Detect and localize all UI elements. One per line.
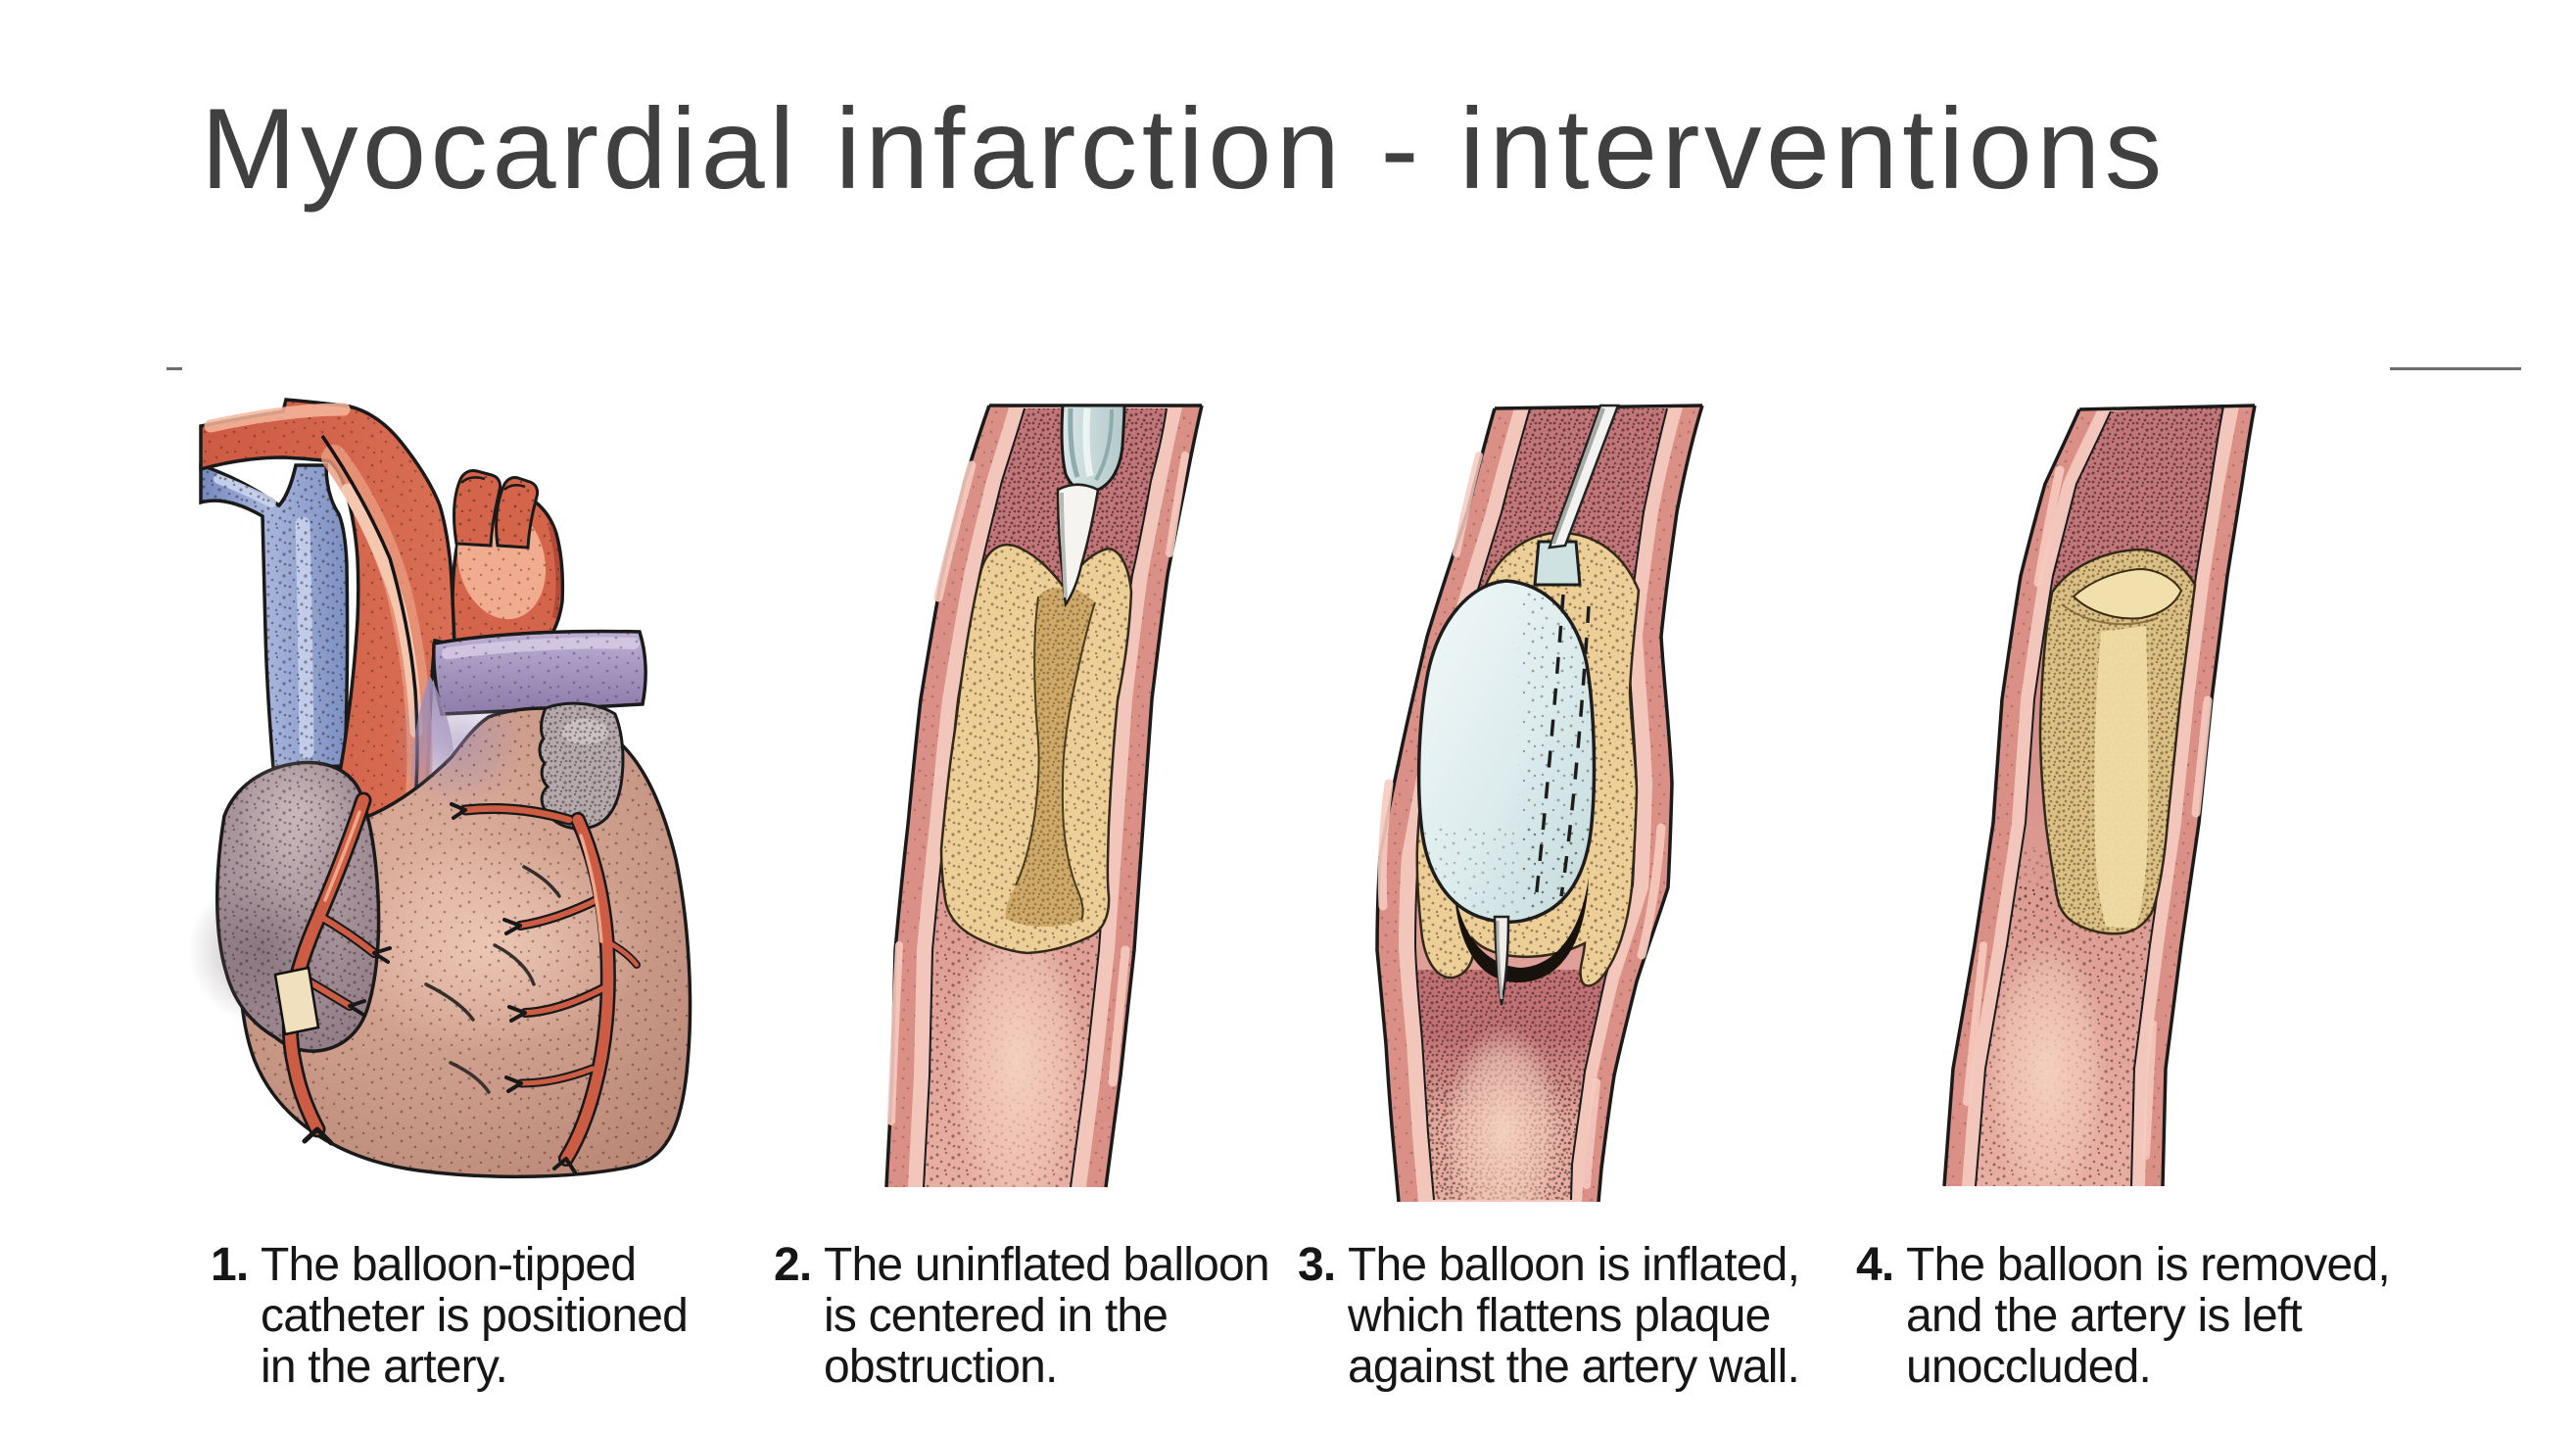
- caption-3-line-2: which flattens plaque: [1348, 1290, 1771, 1342]
- flattened-plaque: [2038, 548, 2197, 935]
- caption-1-line-2: catheter is positioned: [261, 1290, 689, 1342]
- left-auricle: [538, 701, 625, 831]
- caption-1-line-3: in the artery.: [261, 1341, 508, 1393]
- caption-2-line-1: The uninflated balloon: [824, 1239, 1270, 1291]
- balloon-dashed-line: [1559, 605, 1591, 897]
- caption-1-line-1: The balloon-tipped: [261, 1239, 637, 1291]
- caption-2-number: 2.: [774, 1239, 812, 1291]
- slide-title: Myocardial infarction - interventions: [201, 84, 2167, 213]
- caption-2-line-2: is centered in the: [824, 1290, 1169, 1342]
- caption-4-number: 4.: [1856, 1239, 1894, 1291]
- caption-4-line-1: The balloon is removed,: [1906, 1239, 2391, 1291]
- caption-1-number: 1.: [211, 1239, 249, 1291]
- catheter: [1060, 404, 1126, 494]
- balloon-dashed-line: [1534, 594, 1565, 901]
- caption-3-line-1: The balloon is inflated,: [1348, 1239, 1800, 1291]
- catheter-in-artery: [273, 966, 320, 1036]
- caption-3-line-3: against the artery wall.: [1348, 1341, 1800, 1393]
- caption-2: 2. The uninflated balloon is centered in…: [774, 1239, 1270, 1393]
- guidewire-tip: [1493, 915, 1510, 1006]
- inflated-balloon: [1416, 540, 1597, 924]
- plaque: [939, 543, 1133, 955]
- caption-2-line-3: obstruction.: [824, 1341, 1058, 1393]
- right-atrium: [188, 752, 381, 1053]
- heart-illustration: [188, 398, 692, 1179]
- uninflated-balloon: [1056, 483, 1100, 608]
- superior-vena-cava: [199, 462, 350, 770]
- divider-line-right: [2390, 367, 2521, 370]
- artery-uninflated-balloon-illustration: [884, 404, 1204, 1188]
- aorta-branch-stubs: [453, 469, 540, 549]
- caption-4-line-2: and the artery is left: [1906, 1290, 2303, 1342]
- artery-inflated-balloon-illustration: [1375, 404, 1704, 1203]
- caption-4: 4. The balloon is removed, and the arter…: [1856, 1239, 2391, 1393]
- caption-3-number: 3.: [1298, 1239, 1336, 1291]
- caption-4-line-3: unoccluded.: [1906, 1341, 2152, 1393]
- caption-3: 3. The balloon is inflated, which flatte…: [1298, 1239, 1800, 1393]
- divider-line-left: [167, 367, 182, 370]
- artery-unoccluded-illustration: [1942, 404, 2257, 1187]
- coronary-arteries: [281, 791, 641, 1174]
- caption-1: 1. The balloon-tipped catheter is positi…: [211, 1239, 689, 1393]
